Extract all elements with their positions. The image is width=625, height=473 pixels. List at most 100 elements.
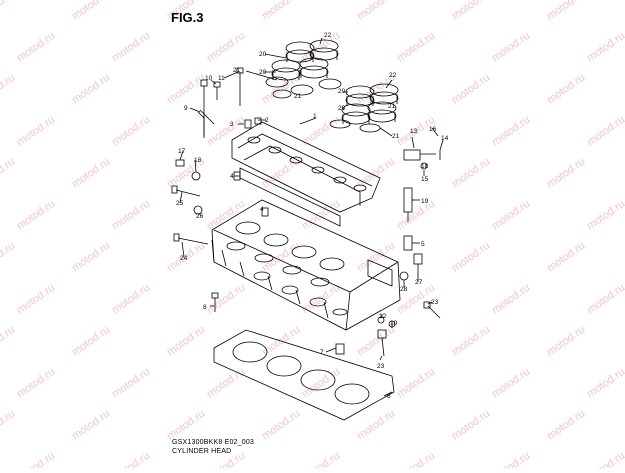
watermark-text: motod.ru: [260, 240, 302, 275]
callout-8: 8: [203, 304, 207, 311]
watermark-text: motod.ru: [585, 282, 625, 317]
callout-19: 19: [421, 198, 429, 205]
callout-27: 27: [415, 279, 423, 286]
callout-23: 23: [431, 299, 439, 306]
watermark-text: motod.ru: [490, 30, 532, 65]
watermark-text: motod.ru: [545, 156, 587, 191]
watermark-text: motod.ru: [355, 0, 397, 22]
watermark-text: motod.ru: [205, 366, 247, 401]
watermark-text: motod.ru: [15, 282, 57, 317]
watermark-text: motod.ru: [70, 156, 112, 191]
watermark-text: motod.ru: [355, 408, 397, 443]
drawing-layer: [171, 37, 444, 421]
watermark-text: motod.ru: [545, 240, 587, 275]
watermark-text: motod.ru: [165, 324, 207, 359]
callout-18: 18: [421, 163, 429, 170]
watermark-text: motod.ru: [585, 366, 625, 401]
callout-25: 25: [176, 200, 184, 207]
watermark-text: motod.ru: [300, 366, 342, 401]
callout-3: 3: [230, 121, 234, 128]
watermark-text: motod.ru: [0, 408, 17, 443]
callout-15: 15: [421, 176, 429, 183]
callout-20: 20: [259, 51, 267, 58]
callout-9: 9: [184, 105, 188, 112]
watermark-text: motod.ru: [545, 0, 587, 22]
watermark-text: motod.ru: [165, 408, 207, 443]
watermark-text: motod.ru: [395, 366, 437, 401]
figure-code: GSX1300BKK8 E02_003: [172, 439, 255, 446]
callout-16: 16: [429, 126, 437, 133]
watermark-text: motod.ru: [15, 198, 57, 233]
callout-20: 20: [338, 105, 346, 112]
watermark-text: motod.ru: [545, 408, 587, 443]
callout-10: 10: [390, 320, 398, 327]
watermark-text: motod.ru: [15, 366, 57, 401]
callout-21: 21: [388, 103, 396, 110]
watermark-text: motod.ru: [585, 450, 625, 468]
figure-title: FIG.3: [171, 10, 204, 25]
watermark-text: motod.ru: [70, 324, 112, 359]
cylinder-head-block: [211, 199, 401, 331]
figure-name: CYLINDER HEAD: [172, 448, 232, 455]
callout-4: 4: [230, 173, 234, 180]
watermark-text: motod.ru: [585, 114, 625, 149]
callout-21: 21: [233, 67, 241, 74]
watermark-text: motod.ru: [545, 72, 587, 107]
callout-11: 11: [218, 75, 225, 82]
watermark-text: motod.ru: [300, 450, 342, 468]
callout-22: 22: [389, 72, 397, 79]
watermark-text: motod.ru: [0, 240, 17, 275]
watermark-text: motod.ru: [110, 30, 152, 65]
watermark-text: motod.ru: [15, 30, 57, 65]
watermark-text: motod.ru: [15, 450, 57, 468]
callout-14: 14: [441, 135, 449, 142]
callout-28: 28: [400, 286, 408, 293]
callout-5: 5: [421, 241, 425, 248]
callout-20: 20: [259, 69, 267, 76]
callout-7: 7: [320, 349, 324, 356]
head-gasket: [213, 329, 395, 421]
callout-12: 12: [379, 313, 387, 320]
watermark-text: motod.ru: [395, 450, 437, 468]
watermark-text: motod.ru: [585, 198, 625, 233]
watermark-text: motod.ru: [450, 240, 492, 275]
watermark-text: motod.ru: [110, 366, 152, 401]
watermark-text: motod.ru: [490, 282, 532, 317]
watermark-text: motod.ru: [395, 198, 437, 233]
watermark-text: motod.ru: [395, 30, 437, 65]
watermark-text: motod.ru: [110, 450, 152, 468]
callout-1: 1: [313, 113, 317, 120]
callout-24: 24: [180, 255, 188, 262]
callout-26: 26: [196, 213, 204, 220]
intake-boot-group-right: [329, 83, 399, 133]
watermark-text: motod.ru: [70, 240, 112, 275]
watermark-text: motod.ru: [0, 0, 17, 22]
watermark-text: motod.ru: [15, 114, 57, 149]
watermark-text: motod.ru: [490, 198, 532, 233]
watermark-text: motod.ru: [490, 450, 532, 468]
watermark-text: motod.ru: [545, 324, 587, 359]
callout-22: 22: [324, 32, 332, 39]
watermark-text: motod.ru: [70, 408, 112, 443]
watermark-text: motod.ru: [0, 156, 17, 191]
intake-boot-group-left: [265, 39, 342, 99]
watermark-text: motod.ru: [205, 198, 247, 233]
watermark-text: motod.ru: [450, 156, 492, 191]
small-parts: [171, 67, 441, 357]
watermark-text: motod.ru: [355, 324, 397, 359]
watermark-text: motod.ru: [70, 0, 112, 22]
callout-6: 6: [387, 393, 391, 400]
watermark-text: motod.ru: [110, 282, 152, 317]
callout-17: 17: [178, 148, 186, 155]
callout-20: 20: [338, 88, 346, 95]
watermark-text: motod.ru: [450, 72, 492, 107]
watermark-text: motod.ru: [0, 324, 17, 359]
watermark-text: motod.ru: [585, 30, 625, 65]
watermark-text: motod.ru: [165, 72, 207, 107]
watermark-text: motod.ru: [490, 366, 532, 401]
callout-2: 2: [265, 117, 269, 124]
watermark-text: motod.ru: [260, 408, 302, 443]
